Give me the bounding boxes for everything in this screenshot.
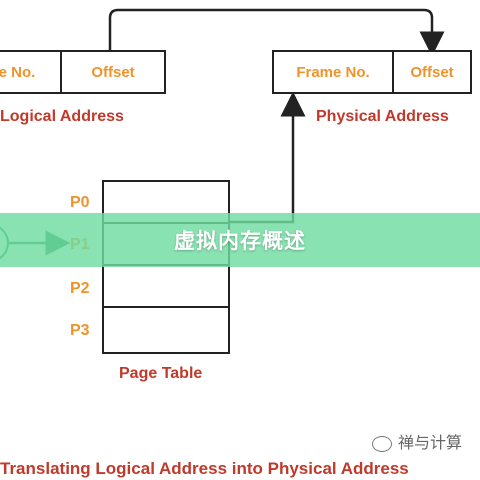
banner-title: 虚拟内存概述 — [174, 229, 306, 253]
page-table-row-3 — [102, 306, 230, 354]
wechat-icon — [372, 435, 392, 452]
page-label-p3: P3 — [70, 322, 90, 339]
logical-frame-text: e No. — [0, 63, 36, 81]
page-label-p2: P2 — [70, 280, 90, 297]
physical-frame-cell — [272, 50, 394, 94]
logical-address-label: Logical Address — [0, 108, 124, 125]
physical-offset-text: Offset — [410, 63, 454, 81]
logical-frame-cell — [0, 50, 62, 94]
frame-connector-arrow — [230, 91, 306, 224]
logical-offset-cell — [60, 50, 166, 94]
watermark: 禅与计算 — [372, 429, 462, 453]
page-label-p0: P0 — [70, 194, 90, 211]
offset-connector-arrow — [108, 8, 445, 57]
physical-frame-text: Frame No. — [296, 63, 370, 81]
physical-address-label: Physical Address — [316, 108, 449, 125]
diagram-caption: Translating Logical Address into Physica… — [0, 459, 409, 478]
logical-offset-text: Offset — [91, 63, 135, 81]
title-banner: 虚拟内存概述 — [0, 213, 480, 267]
watermark-text: 禅与计算 — [398, 433, 463, 452]
physical-offset-cell — [392, 50, 472, 94]
page-table-label: Page Table — [119, 365, 203, 382]
page-table-row-2 — [102, 264, 230, 308]
